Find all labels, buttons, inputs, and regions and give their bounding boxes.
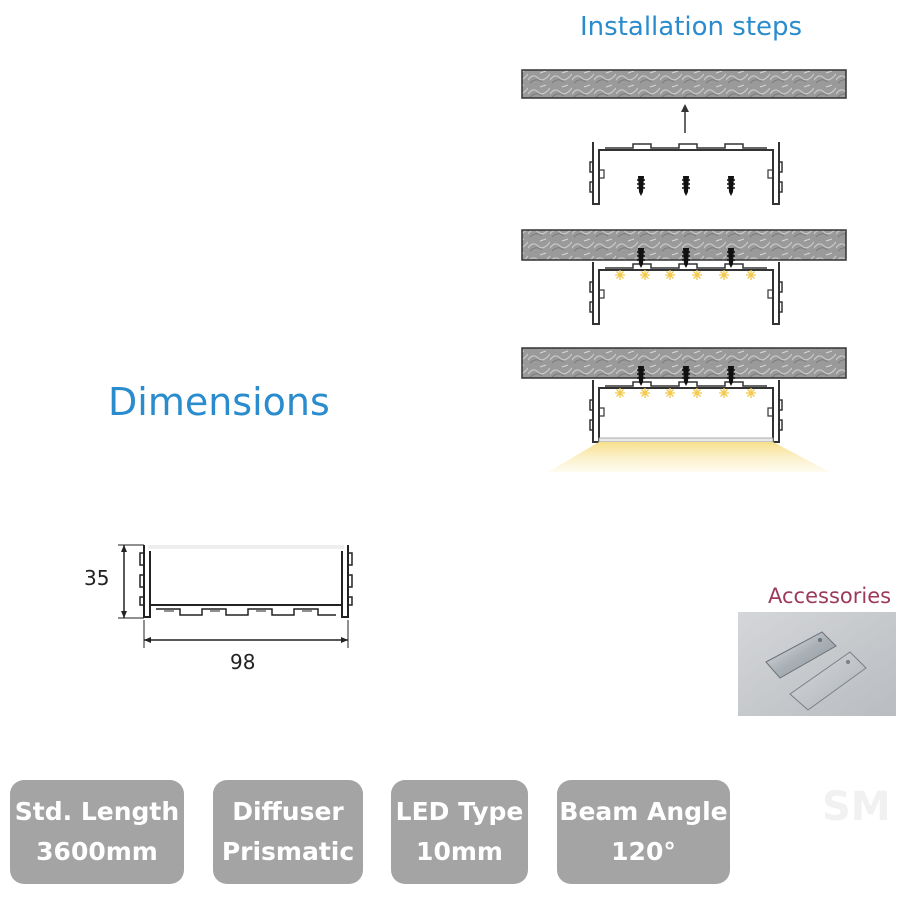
dimensions-title: Dimensions bbox=[108, 380, 330, 424]
width-dimension-label: 98 bbox=[230, 650, 256, 674]
spec-label: Diffuser bbox=[232, 797, 344, 826]
spec-led-type: LED Type 10mm bbox=[391, 780, 528, 884]
diffuser-step3 bbox=[598, 437, 774, 443]
led-glow-step3 bbox=[614, 387, 757, 399]
spec-value: 10mm bbox=[416, 837, 503, 866]
spec-value: Prismatic bbox=[221, 837, 355, 866]
spec-value: 120° bbox=[611, 837, 676, 866]
installation-steps-title: Installation steps bbox=[580, 12, 803, 42]
brand-watermark: SM bbox=[822, 784, 891, 830]
light-beam bbox=[548, 442, 830, 472]
profile-step2 bbox=[589, 261, 783, 325]
height-dimension-line bbox=[118, 544, 144, 619]
profile-cross-section bbox=[139, 545, 353, 618]
led-glow-step2 bbox=[614, 269, 757, 281]
profile-step3 bbox=[589, 379, 783, 443]
spec-value: 3600mm bbox=[36, 837, 158, 866]
spec-label: LED Type bbox=[395, 797, 524, 826]
spec-label: Beam Angle bbox=[559, 797, 728, 826]
spec-label: Std. Length bbox=[14, 797, 180, 826]
height-dimension-label: 35 bbox=[84, 566, 110, 590]
spec-beam-angle: Beam Angle 120° bbox=[557, 780, 730, 884]
spec-diffuser: Diffuser Prismatic bbox=[213, 780, 363, 884]
spec-std-length: Std. Length 3600mm bbox=[10, 780, 184, 884]
ceiling-slab-step1 bbox=[521, 69, 847, 99]
screws-step1 bbox=[636, 175, 736, 197]
accessories-title: Accessories bbox=[768, 584, 892, 608]
accessories-endcap-photo bbox=[738, 612, 896, 716]
width-dimension-line bbox=[143, 620, 349, 648]
